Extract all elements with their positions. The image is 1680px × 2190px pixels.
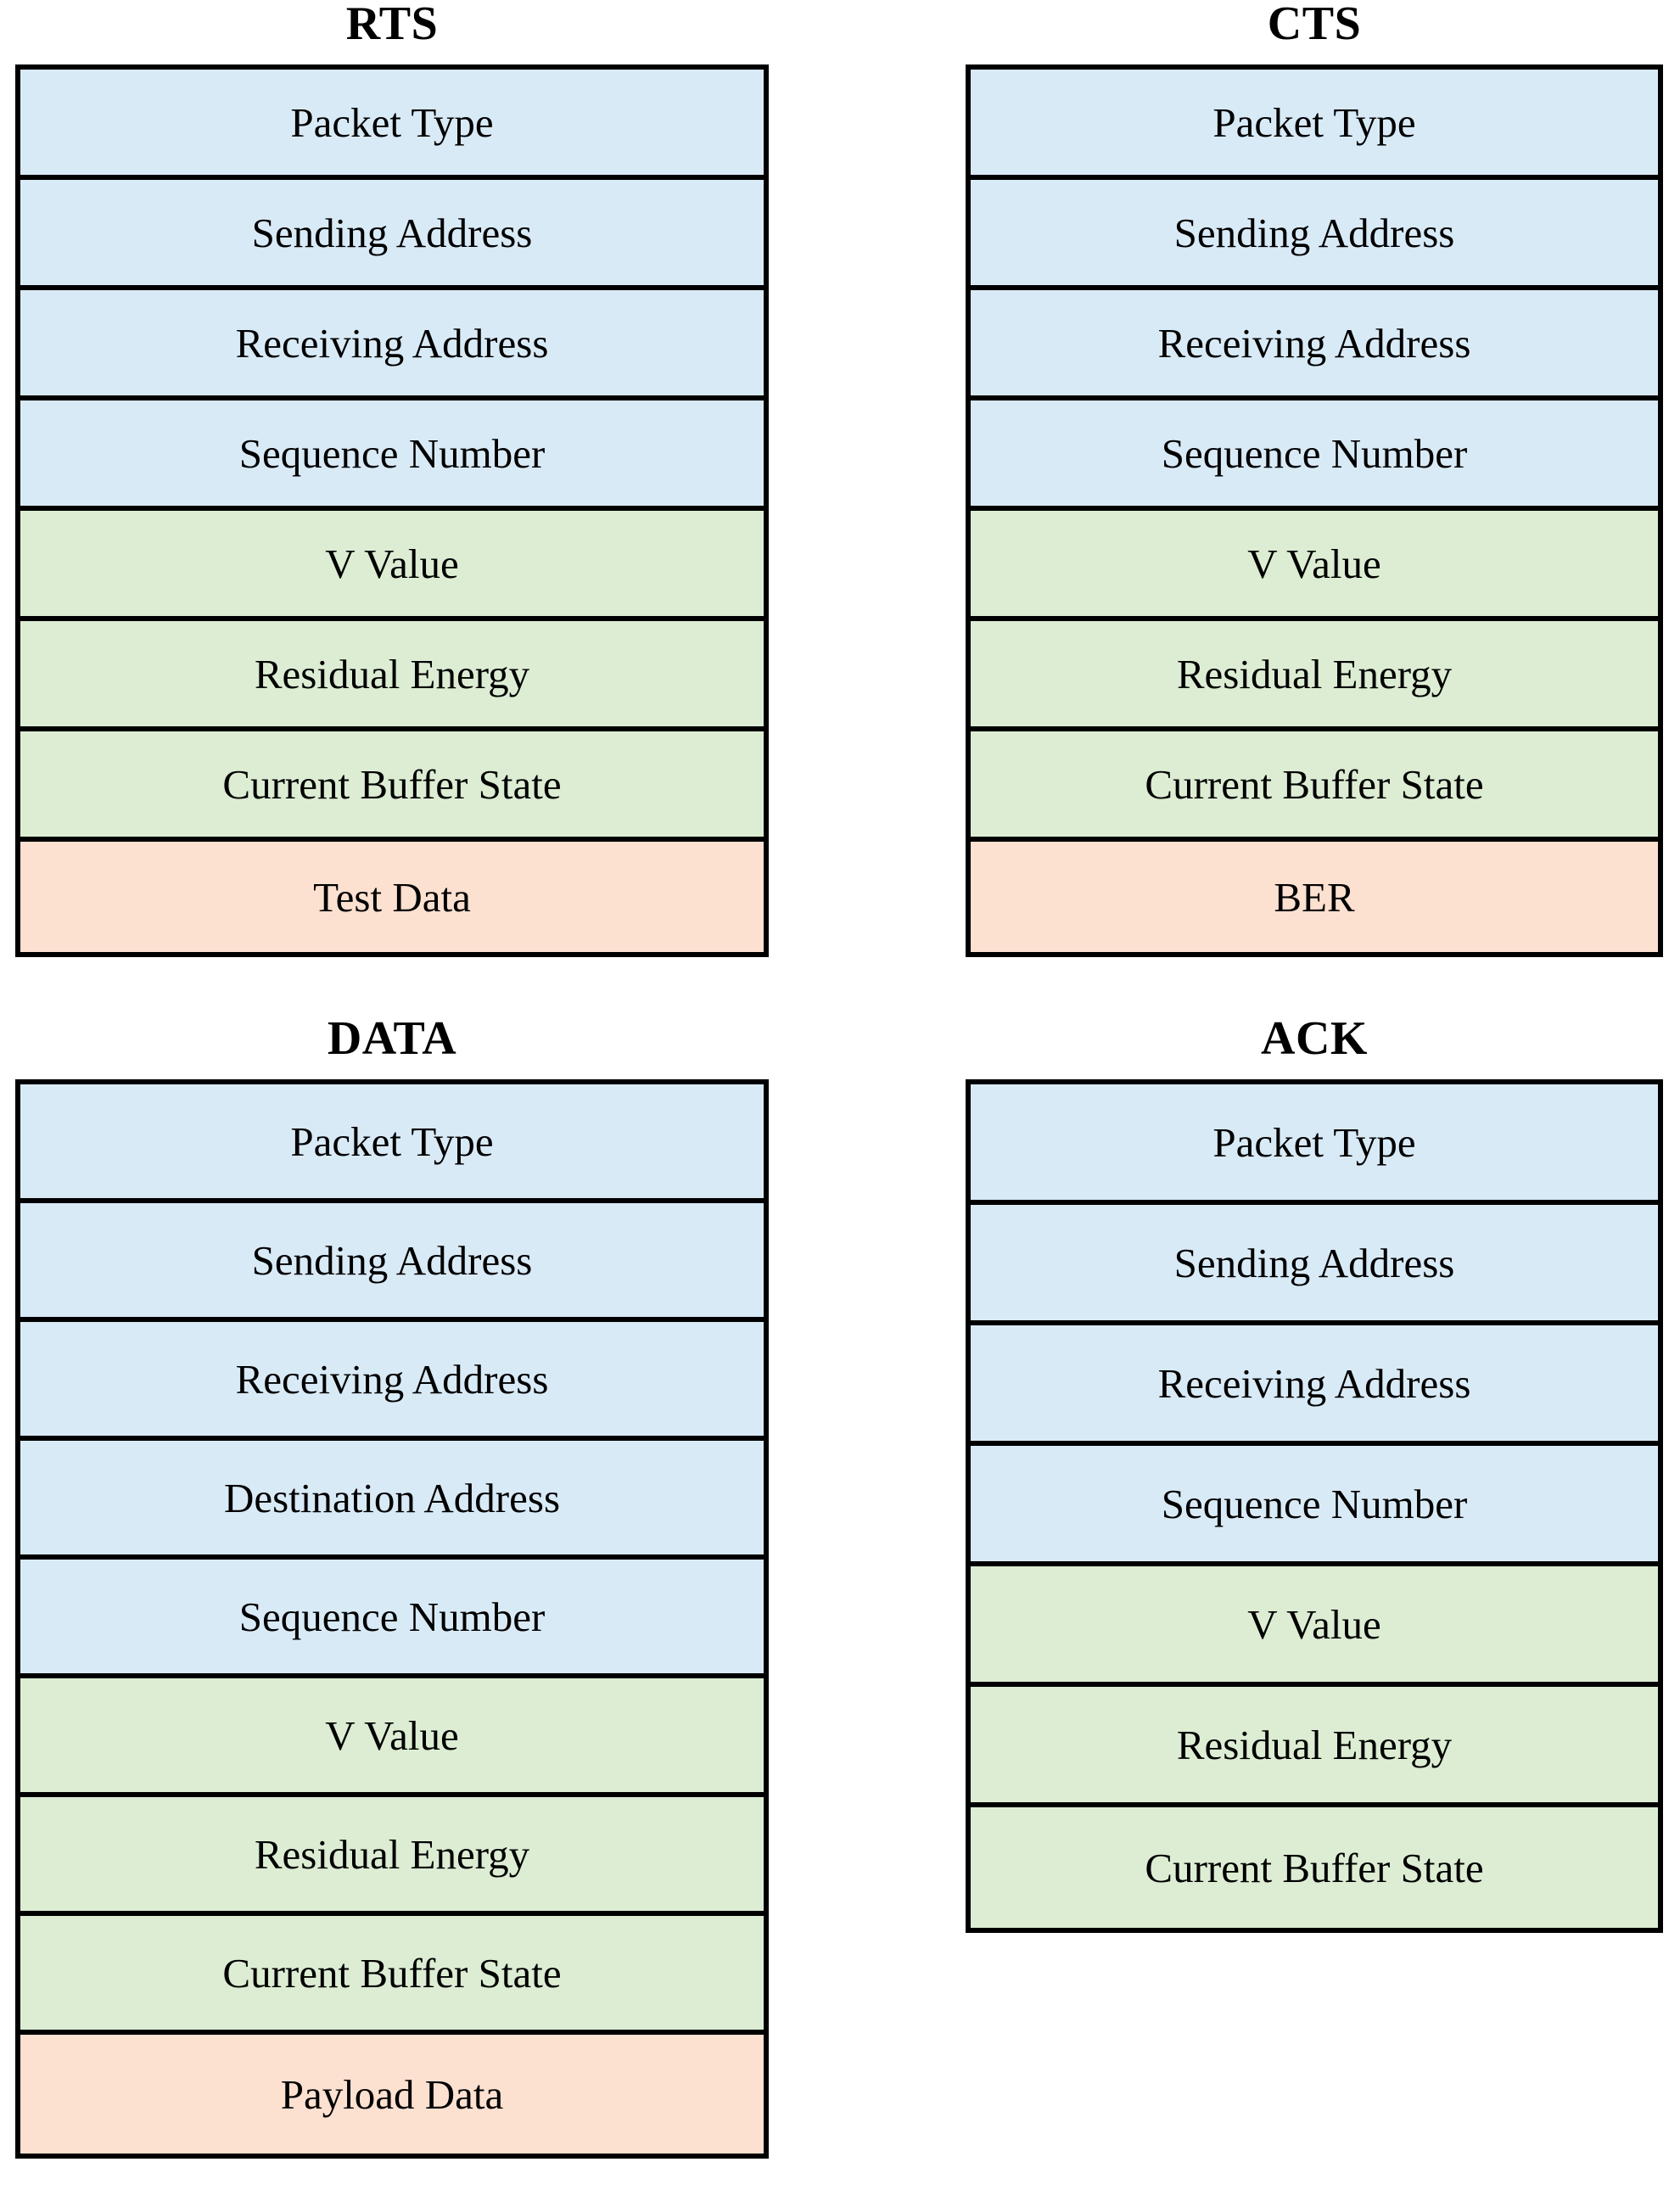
packet-rts-field: Sequence Number (20, 400, 764, 511)
packet-ack-field: Current Buffer State (971, 1807, 1658, 1928)
packet-rts-title: RTS (345, 0, 439, 50)
packet-rts-field: Receiving Address (20, 290, 764, 400)
packet-cts-field: BER (971, 842, 1658, 952)
packet-data-field: V Value (20, 1678, 764, 1797)
packet-rts-field: V Value (20, 511, 764, 621)
packet-data-field: Current Buffer State (20, 1916, 764, 2035)
packet-cts-field: Receiving Address (971, 290, 1658, 400)
packet-data-field: Sending Address (20, 1203, 764, 1322)
packet-data-title: DATA (327, 1012, 457, 1065)
packet-data-field: Residual Energy (20, 1797, 764, 1916)
packet-data-field: Receiving Address (20, 1322, 764, 1441)
packet-ack-field: Sending Address (971, 1205, 1658, 1325)
packet-data-field: Sequence Number (20, 1560, 764, 1678)
packet-rts-field: Test Data (20, 842, 764, 952)
packet-ack-field: Residual Energy (971, 1687, 1658, 1807)
packet-cts-field: Packet Type (971, 70, 1658, 180)
packet-cts-field: Current Buffer State (971, 731, 1658, 842)
packet-ack-field: V Value (971, 1566, 1658, 1687)
packet-rts-field: Packet Type (20, 70, 764, 180)
packet-data-field: Payload Data (20, 2035, 764, 2154)
packet-data-field: Packet Type (20, 1084, 764, 1203)
packet-ack-field: Sequence Number (971, 1446, 1658, 1566)
packet-data-field: Destination Address (20, 1441, 764, 1560)
packet-rts-field: Residual Energy (20, 621, 764, 731)
packet-rts-field: Current Buffer State (20, 731, 764, 842)
packet-cts-field: Sequence Number (971, 400, 1658, 511)
packet-cts-field: Residual Energy (971, 621, 1658, 731)
packet-cts-field: V Value (971, 511, 1658, 621)
packet-rts-field: Sending Address (20, 180, 764, 290)
packet-ack-title: ACK (1261, 1012, 1368, 1065)
packet-cts-title: CTS (1267, 0, 1362, 50)
packet-cts-field: Sending Address (971, 180, 1658, 290)
packet-ack-field: Packet Type (971, 1084, 1658, 1205)
packet-ack-field: Receiving Address (971, 1325, 1658, 1446)
